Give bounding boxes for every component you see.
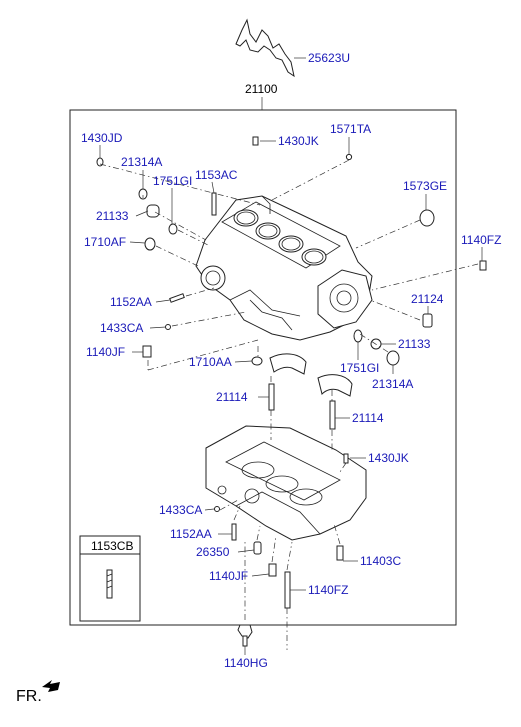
label-1751GI-left[interactable]: 1751GI — [153, 174, 192, 188]
label-26350[interactable]: 26350 — [196, 545, 230, 559]
label-1571TA[interactable]: 1571TA — [330, 122, 371, 136]
cylinder-block — [195, 195, 373, 341]
label-21114-right[interactable]: 21114 — [352, 411, 384, 425]
label-21114-left[interactable]: 21114 — [216, 390, 248, 404]
front-label: FR. — [16, 688, 42, 705]
label-1140JF-left[interactable]: 1140JF — [86, 345, 125, 359]
label-1430JK-top[interactable]: 1430JK — [278, 134, 319, 148]
label-1430JD[interactable]: 1430JD — [81, 131, 123, 145]
label-1140FZ-right[interactable]: 1140FZ — [461, 233, 501, 247]
assembly-frame — [69, 109, 457, 626]
gasket-25623U: 25623U — [235, 18, 350, 78]
front-indicator: FR. — [16, 680, 60, 705]
label-1430JK-lower[interactable]: 1430JK — [368, 451, 409, 465]
assembly-label: 21100 — [245, 82, 278, 96]
lower-crankcase — [205, 425, 367, 541]
label-21314A-right[interactable]: 21314A — [372, 377, 413, 391]
label-1433CA-left[interactable]: 1433CA — [100, 321, 143, 335]
label-11403C[interactable]: 11403C — [360, 554, 401, 568]
label-1751GI-right[interactable]: 1751GI — [340, 361, 379, 375]
inset-label: 1153CB — [91, 539, 133, 553]
label-1140HG[interactable]: 1140HG — [224, 656, 268, 670]
front-arrow-icon — [42, 680, 60, 692]
label-1710AA[interactable]: 1710AA — [189, 355, 232, 369]
label-1710AF[interactable]: 1710AF — [84, 235, 126, 249]
inset-1153CB: 1153CB — [79, 535, 141, 622]
label-21314A-left[interactable]: 21314A — [121, 155, 162, 169]
label-1433CA-lower[interactable]: 1433CA — [159, 503, 202, 517]
label-1152AA-lower[interactable]: 1152AA — [170, 527, 212, 541]
label-21124[interactable]: 21124 — [411, 292, 444, 306]
label-1152AA-left[interactable]: 1152AA — [110, 295, 152, 309]
label-25623U[interactable]: 25623U — [308, 51, 350, 65]
label-1153AC[interactable]: 1153AC — [195, 168, 238, 182]
label-1140JF-lower[interactable]: 1140JF — [209, 569, 248, 583]
label-21133-left[interactable]: 21133 — [96, 209, 129, 223]
label-21133-right[interactable]: 21133 — [398, 337, 431, 351]
label-1573GE[interactable]: 1573GE — [403, 179, 447, 193]
label-1140FZ-lower[interactable]: 1140FZ — [308, 583, 348, 597]
